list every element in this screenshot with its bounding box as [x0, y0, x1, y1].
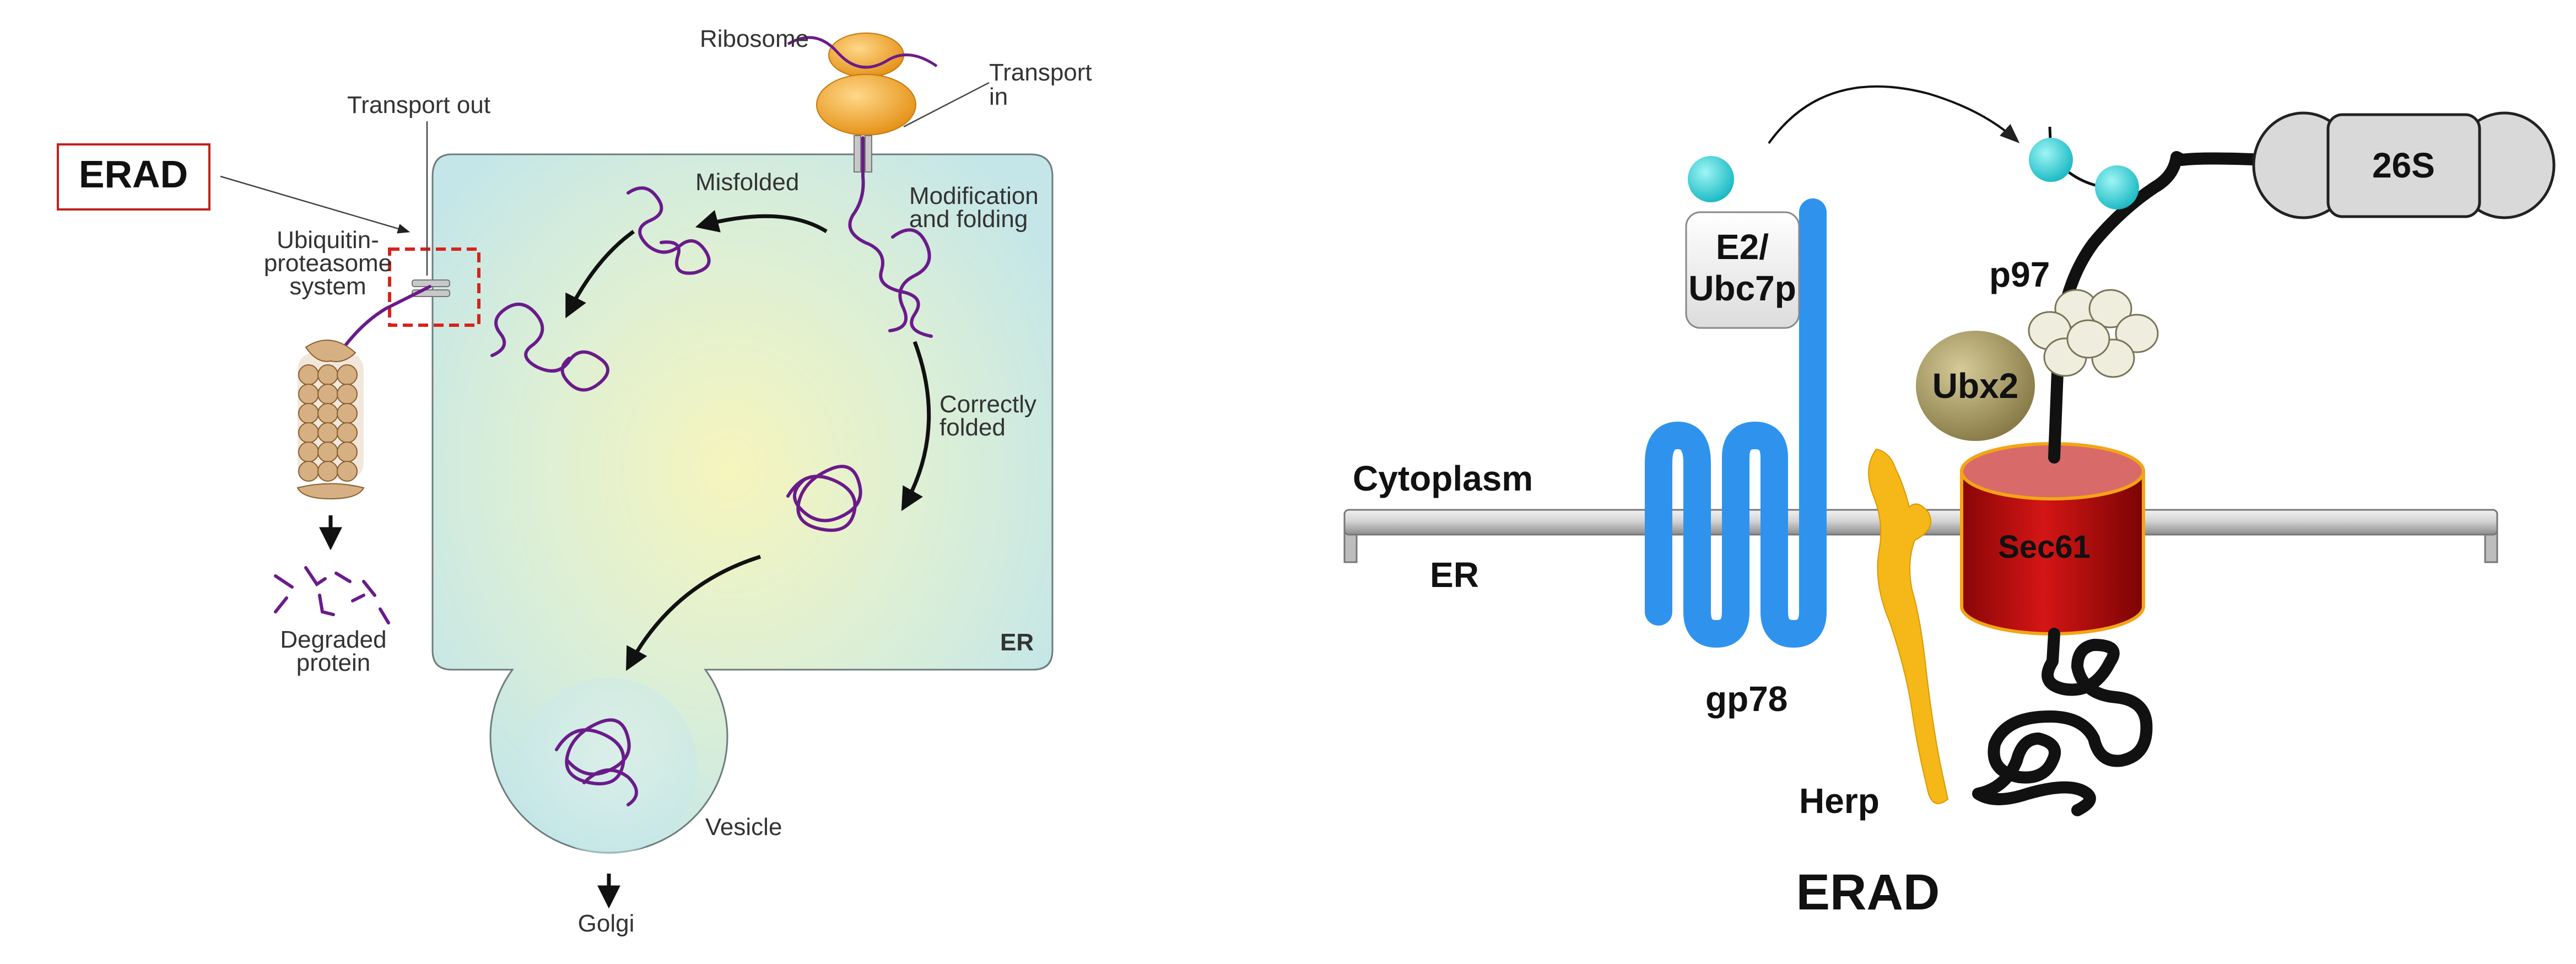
ubiquitin-2	[2095, 165, 2139, 209]
label-transport-out: Transport out	[347, 91, 490, 119]
degraded-fragments	[274, 566, 390, 624]
right-title: ERAD	[1796, 864, 1940, 920]
label-modification-2: and folding	[909, 206, 1028, 233]
arrow-correctly-folded	[901, 341, 931, 511]
ubiquitin-chain	[2029, 126, 2139, 209]
pathway-arrows	[319, 210, 931, 909]
label-ups-3: system	[289, 273, 366, 300]
erad-highlight-box	[388, 247, 480, 327]
ubiquitin-transfer-arrow	[1768, 85, 2020, 144]
label-ups-2: proteasome	[264, 250, 392, 277]
erad-callout: ERAD	[79, 153, 188, 196]
proteasome-left	[296, 340, 365, 500]
ubiquitin-1	[2029, 138, 2073, 182]
label-proteasome: 26S	[2372, 146, 2435, 185]
label-modification-1: Modification	[909, 182, 1039, 209]
left-diagram: ERAD Ribosome Transport in Transport out…	[57, 25, 1092, 937]
ribosome	[787, 33, 938, 136]
translocon-in	[854, 135, 872, 173]
label-transport-in-1: Transport	[989, 59, 1092, 86]
label-degraded-1: Degraded	[280, 626, 386, 653]
label-er-left: ER	[1000, 629, 1034, 656]
ubiquitinated-chain	[334, 285, 431, 360]
label-misfolded: Misfolded	[695, 169, 799, 196]
label-vesicle: Vesicle	[705, 814, 782, 841]
vesicle-chain	[555, 718, 638, 806]
label-cytoplasm: Cytoplasm	[1353, 459, 1533, 498]
label-transport-in-2: in	[989, 83, 1008, 110]
label-ubx2: Ubx2	[1932, 366, 2019, 406]
arrow-to-vesicle	[626, 554, 762, 671]
gp78	[1645, 198, 1827, 648]
label-e2-line2: Ubc7p	[1688, 268, 1796, 308]
proteasome-subunits	[298, 364, 358, 482]
folded-chain	[786, 465, 862, 532]
label-herp: Herp	[1799, 781, 1880, 821]
protein-chains	[334, 136, 933, 806]
vesicle	[521, 678, 697, 854]
p97	[2028, 289, 2159, 378]
ubx2	[1916, 331, 2035, 441]
label-sec61: Sec61	[1998, 529, 2091, 565]
e2-ubc7p	[1685, 211, 1800, 329]
label-ribosome: Ribosome	[700, 25, 809, 52]
label-degraded-2: protein	[296, 649, 371, 676]
label-correctly-folded-2: folded	[939, 414, 1006, 441]
arrow-to-misfolded	[695, 210, 828, 233]
exiting-chain	[490, 303, 609, 392]
misfolded-chain	[627, 186, 711, 275]
nascent-chain	[848, 136, 933, 338]
label-correctly-folded-1: Correctly	[939, 391, 1036, 418]
proteasome-26s	[2252, 111, 2556, 219]
arrow-to-exit	[565, 230, 635, 319]
label-gp78: gp78	[1705, 679, 1787, 719]
leader-lines	[220, 82, 990, 276]
ubiquitin-on-e2	[1688, 156, 1734, 202]
label-p97: p97	[1989, 255, 2050, 294]
herp	[1868, 448, 1949, 804]
erad-callout-box	[57, 143, 210, 211]
label-er-right: ER	[1430, 555, 1479, 595]
label-golgi: Golgi	[578, 910, 635, 937]
right-diagram: 26S E2/ Ubc7p p97 Ubx2 Cytoplasm ER Sec6…	[1343, 85, 2556, 920]
modifying-chain	[888, 228, 931, 332]
label-e2-line1: E2/	[1716, 227, 1769, 267]
label-ups-1: Ubiquitin-	[277, 227, 379, 254]
